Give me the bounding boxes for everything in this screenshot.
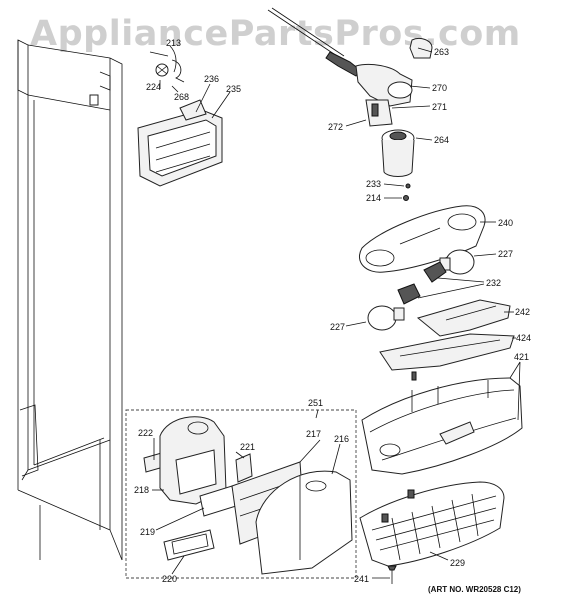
water-filter-housing [381, 129, 415, 201]
screw-241 [387, 565, 397, 584]
callout-229: 229 [450, 558, 465, 568]
callout-216: 216 [334, 434, 349, 444]
callout-236: 236 [204, 74, 219, 84]
art-number: (ART NO. WR20528 C12) [428, 585, 521, 594]
thermostat-parts [155, 45, 185, 83]
callout-224: 224 [146, 82, 161, 92]
callout-214: 214 [366, 193, 381, 203]
light-socket-assembly [267, 7, 433, 127]
callout-235: 235 [226, 84, 241, 94]
callout-233: 233 [366, 179, 381, 189]
callout-219: 219 [140, 527, 155, 537]
callout-424: 424 [516, 333, 531, 343]
assembly-251-box [125, 409, 357, 579]
callout-271: 271 [432, 102, 447, 112]
callout-227-top: 227 [498, 249, 513, 259]
crisper-pan [359, 481, 505, 567]
callout-222: 222 [138, 428, 153, 438]
callout-240: 240 [498, 218, 513, 228]
callout-242: 242 [515, 307, 530, 317]
callout-421: 421 [514, 352, 529, 362]
callout-268: 268 [174, 92, 189, 102]
callout-218: 218 [134, 485, 149, 495]
door-bracket-parts [137, 99, 223, 187]
callout-227-bottom: 227 [330, 322, 345, 332]
callout-272: 272 [328, 122, 343, 132]
leader-lines [149, 47, 521, 579]
callout-251: 251 [308, 398, 323, 408]
callout-241: 241 [354, 574, 369, 584]
refrigerator-cabinet [17, 39, 123, 561]
callout-labels: 213 224 268 236 235 263 270 271 272 264 … [134, 38, 531, 594]
callout-270: 270 [432, 83, 447, 93]
callout-220: 220 [162, 574, 177, 584]
callout-264: 264 [434, 135, 449, 145]
callout-232: 232 [486, 278, 501, 288]
callout-217: 217 [306, 429, 321, 439]
damper-assembly-parts [143, 416, 353, 575]
callout-221: 221 [240, 442, 255, 452]
light-cover [359, 205, 486, 273]
pan-frame [361, 377, 523, 475]
light-bracket-and-board [379, 299, 515, 381]
callout-213: 213 [166, 38, 181, 48]
lamp-sockets [397, 261, 447, 305]
callout-263: 263 [434, 47, 449, 57]
light-bulbs [367, 249, 475, 331]
